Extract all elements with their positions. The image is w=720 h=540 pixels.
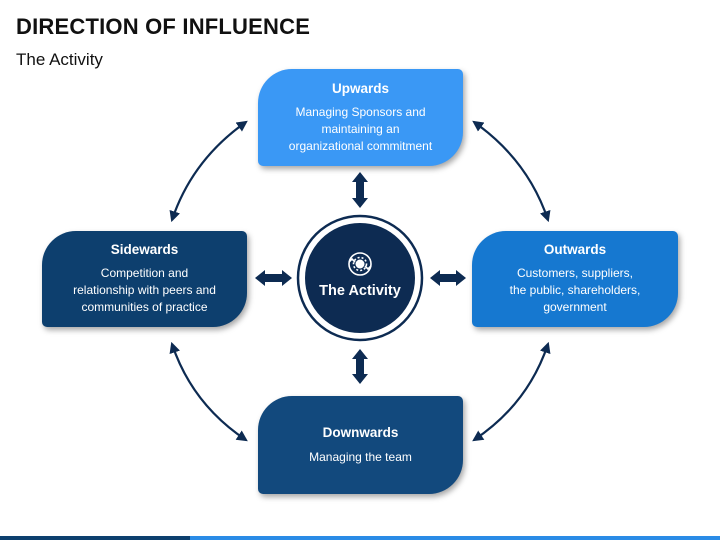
downwards-box: Downwards Managing the team <box>258 396 463 494</box>
sidewards-line-3: communities of practice <box>81 300 208 314</box>
footer-accent-dark <box>0 536 190 540</box>
curved-arrow-outwards-downwards <box>472 341 551 442</box>
outwards-description: Customers, suppliers, the public, shareh… <box>510 265 641 316</box>
curved-arrow-upwards-sidewards <box>169 120 248 223</box>
gears-cycle-icon <box>348 252 372 276</box>
arrow-center-upwards <box>352 172 368 208</box>
downwards-heading: Downwards <box>322 424 399 440</box>
sidewards-line-2: relationship with peers and <box>73 283 216 297</box>
upwards-box: Upwards Managing Sponsors and maintainin… <box>258 69 463 166</box>
arrow-center-sidewards <box>255 270 292 286</box>
arrow-center-downwards <box>352 349 368 384</box>
outwards-line-3: government <box>543 300 607 314</box>
downwards-line-1: Managing the team <box>309 449 412 464</box>
page-title: DIRECTION OF INFLUENCE <box>16 14 311 39</box>
upwards-description: Managing Sponsors and maintaining an org… <box>289 104 432 155</box>
downwards-description: Managing the team <box>309 449 412 466</box>
outwards-line-2: the public, shareholders, <box>509 283 641 297</box>
footer-accent-light <box>190 536 720 540</box>
upwards-heading: Upwards <box>331 80 389 96</box>
center-label: The Activity <box>319 283 401 299</box>
sidewards-description: Competition and relationship with peers … <box>73 265 216 316</box>
curved-arrow-upwards-outwards <box>472 120 551 223</box>
upwards-line-1: Managing Sponsors and <box>295 104 426 119</box>
sidewards-heading: Sidewards <box>110 242 179 257</box>
arrow-center-outwards <box>430 270 466 286</box>
outwards-heading: Outwards <box>543 242 607 257</box>
sidewards-box: Sidewards Competition and relationship w… <box>42 231 247 327</box>
center-circle <box>305 223 415 333</box>
sidewards-line-1: Competition and <box>100 266 189 280</box>
page-subtitle: The Activity <box>16 50 103 69</box>
outwards-line-1: Customers, suppliers, <box>516 266 634 280</box>
outwards-box: Outwards Customers, suppliers, the publi… <box>472 231 678 327</box>
curved-arrow-sidewards-downwards <box>169 341 248 442</box>
upwards-line-2: maintaining an <box>321 121 400 136</box>
footer-accent-bar <box>0 536 720 540</box>
upwards-line-3: organizational commitment <box>288 138 433 153</box>
